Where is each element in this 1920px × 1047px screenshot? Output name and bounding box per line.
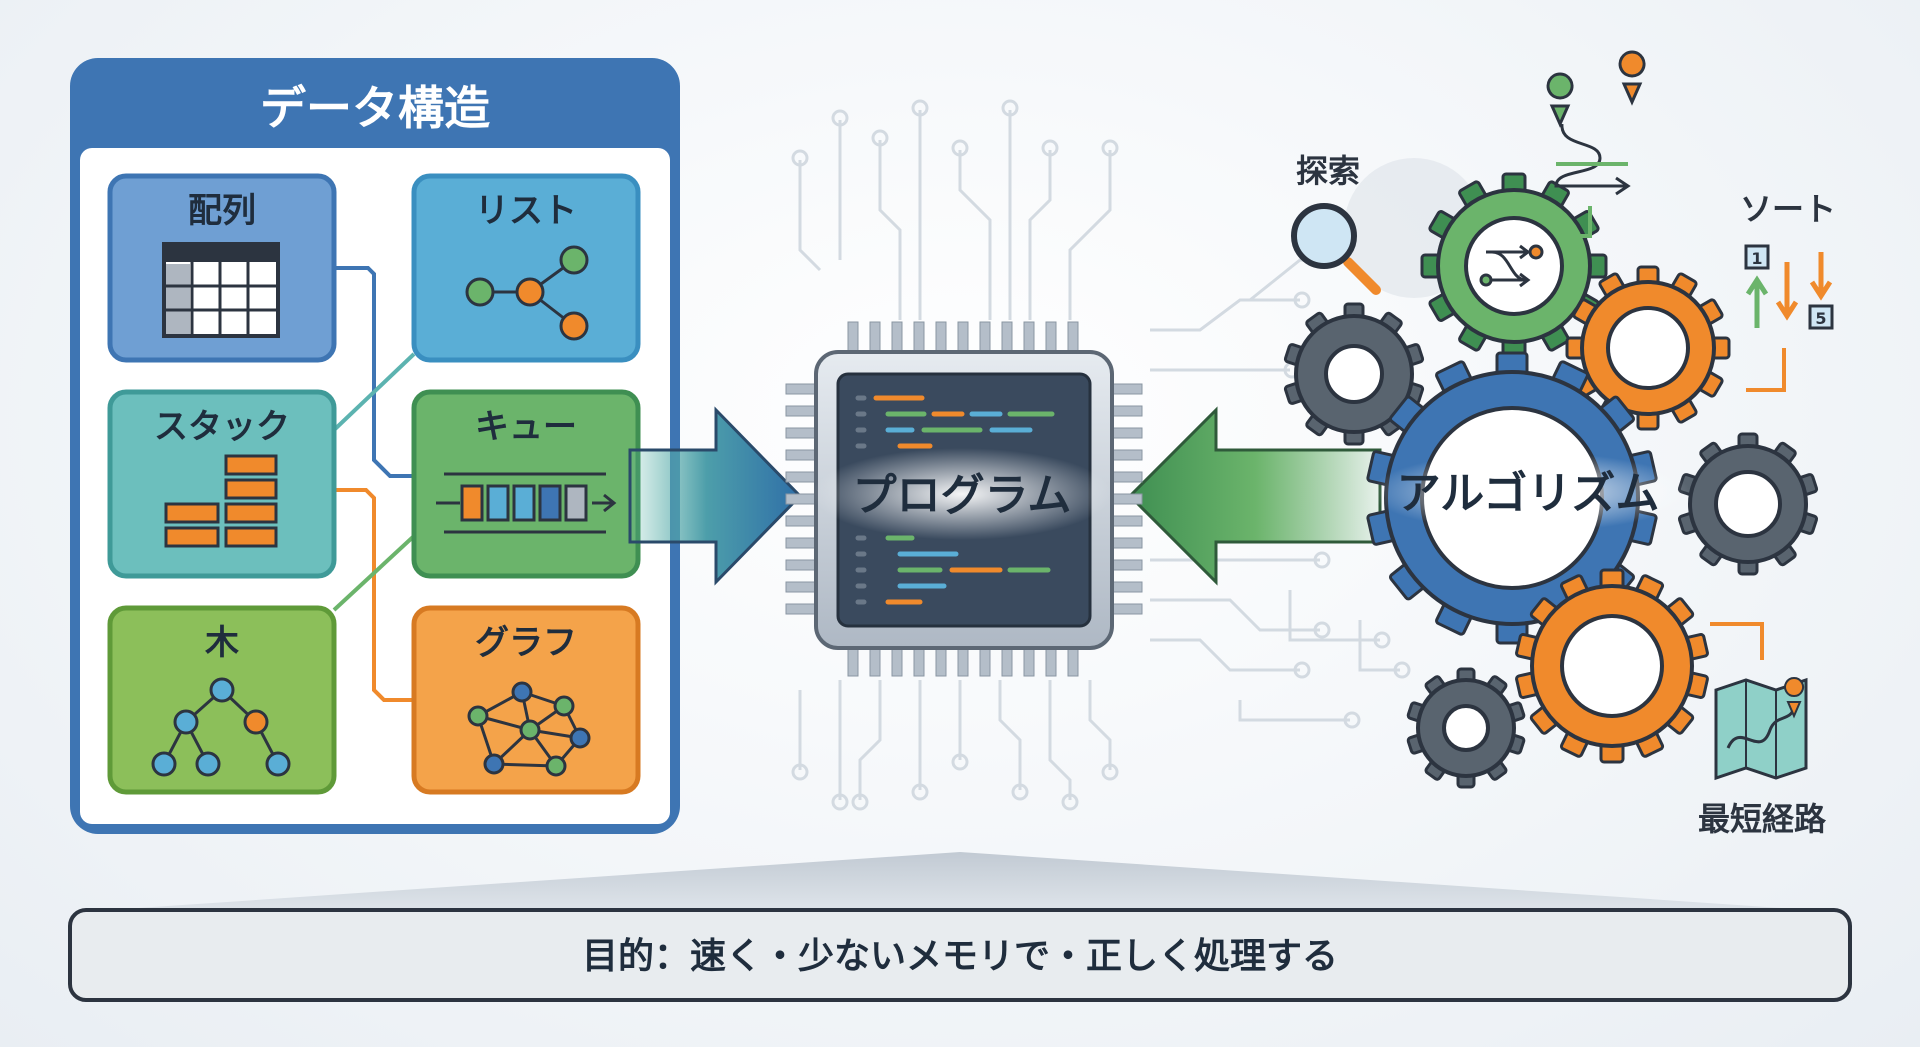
card-queue: キュー (411, 389, 641, 579)
stack-blocks-icon (164, 454, 278, 548)
algo-shortest-path: 最短経路 (1698, 622, 1827, 838)
card-graph: グラフ (411, 605, 641, 795)
magnifier-icon (1291, 203, 1381, 295)
card-graph-label: グラフ (475, 623, 577, 663)
card-stack: スタック (107, 389, 337, 579)
data-structures-panel: データ構造 配列 リス (70, 58, 680, 834)
algorithm-gears: アルゴリズム (1283, 158, 1819, 789)
algo-route-icon (1546, 50, 1646, 238)
card-list-label: リスト (475, 191, 577, 231)
code-lines (855, 395, 1055, 605)
purpose-banner: 目的：速く・少ないメモリで・正しく処理する (68, 852, 1852, 1002)
chip-pins (785, 321, 1143, 677)
sort-arrows-icon: 1 5 (1744, 244, 1834, 330)
data-structures-title: データ構造 (260, 81, 490, 135)
algo-sort: ソート 1 5 (1740, 190, 1836, 392)
map-icon (1714, 677, 1808, 781)
card-stack-label: スタック (154, 407, 290, 447)
gear-icon (1420, 172, 1608, 360)
algo-sort-label: ソート (1740, 190, 1836, 228)
algo-search: 探索 (1291, 152, 1381, 295)
queue-icon (436, 472, 617, 534)
purpose-text: 目的：速く・少ないメモリで・正しく処理する (582, 936, 1338, 977)
card-connectors (332, 266, 416, 702)
sort-badge-1: 1 (1751, 249, 1762, 268)
gear-icon (1406, 667, 1526, 789)
flow-arrows-icon (1479, 244, 1544, 288)
array-grid-icon (162, 242, 280, 338)
gear-icon (1283, 302, 1425, 446)
gear-icon (1677, 432, 1819, 576)
program-label: プログラム (853, 470, 1072, 521)
card-queue-label: キュー (475, 407, 577, 447)
graph-network-icon (467, 681, 591, 777)
card-array: 配列 (107, 173, 337, 363)
algo-search-label: 探索 (1296, 152, 1360, 190)
sort-badge-5: 5 (1815, 309, 1826, 328)
list-nodes-icon (465, 245, 589, 341)
algo-shortest-path-label: 最短経路 (1698, 800, 1827, 838)
arrow-algorithm-to-program (1127, 406, 1382, 586)
program-chip: プログラム (785, 321, 1143, 677)
card-array-label: 配列 (188, 191, 256, 231)
tree-icon (151, 677, 291, 777)
gear-icon (1515, 568, 1709, 764)
card-list: リスト (411, 173, 641, 363)
card-tree: 木 (107, 605, 337, 795)
gear-icon (1565, 265, 1731, 431)
card-tree-label: 木 (204, 623, 239, 663)
arrow-data-to-program (628, 406, 803, 586)
algorithm-label: アルゴリズム (1397, 468, 1660, 519)
circuit-traces (791, 99, 1411, 811)
